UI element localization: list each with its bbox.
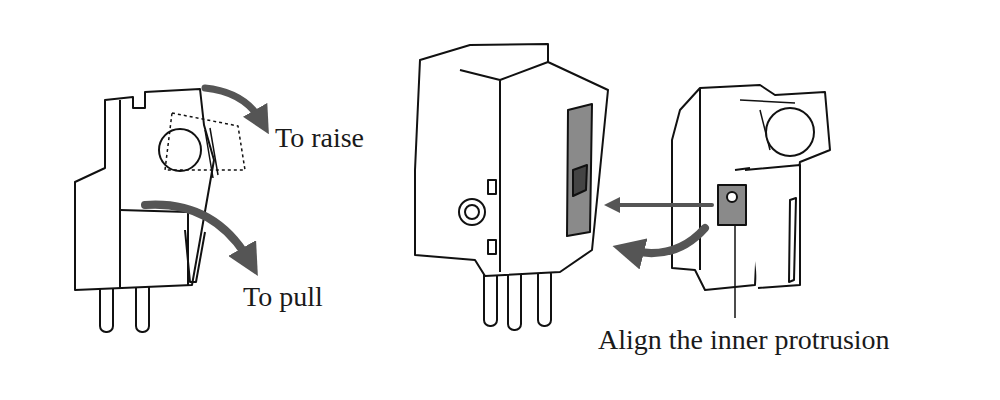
callout-label: To raise	[275, 121, 364, 155]
callout-label: To pull	[243, 280, 323, 314]
callout-label: Align the inner protrusion	[598, 323, 890, 357]
